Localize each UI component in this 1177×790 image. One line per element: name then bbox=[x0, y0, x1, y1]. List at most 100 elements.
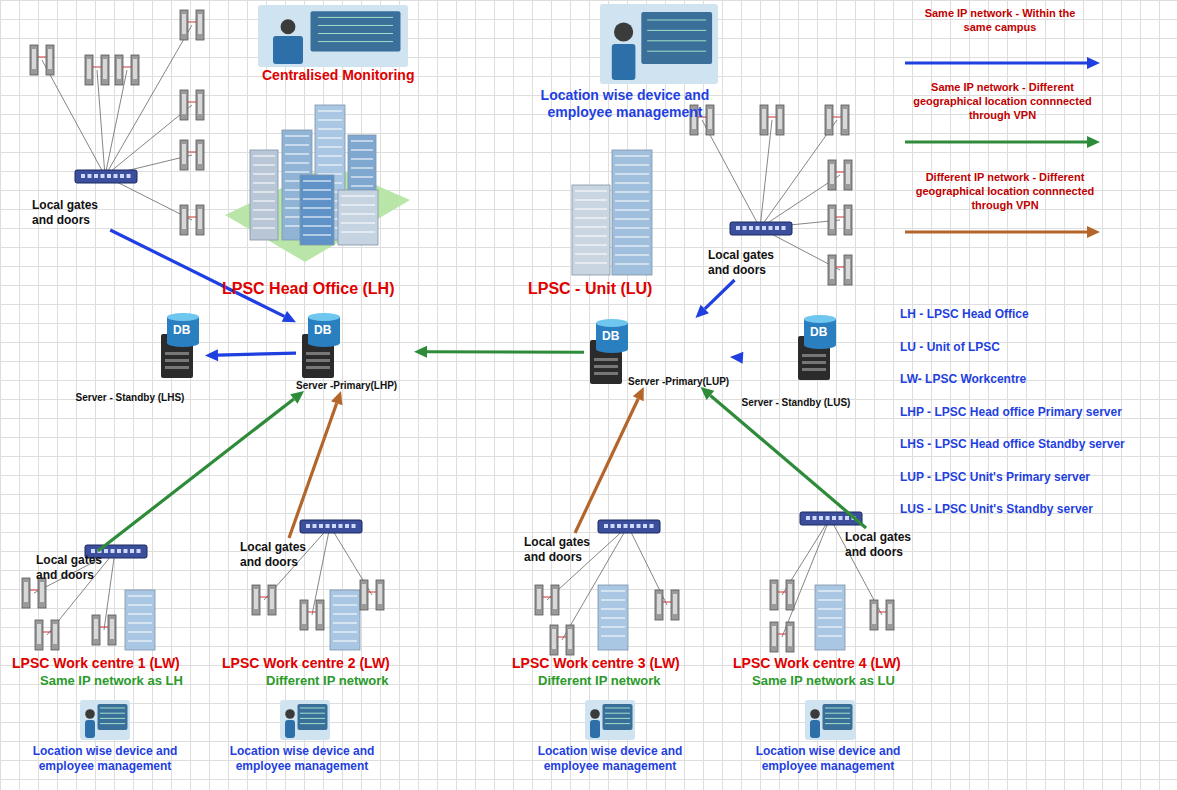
shape bbox=[85, 720, 95, 738]
shape bbox=[85, 709, 95, 719]
connector bbox=[701, 387, 867, 528]
shape bbox=[333, 613, 357, 615]
shape bbox=[30, 590, 38, 591]
shape bbox=[285, 171, 309, 173]
abbreviation: LHS - LPSC Head office Standby server bbox=[900, 437, 1172, 452]
shape bbox=[815, 585, 845, 650]
shape bbox=[318, 173, 342, 175]
site-label: Different IP network bbox=[538, 673, 698, 689]
network-switch bbox=[300, 520, 362, 533]
shape bbox=[308, 313, 340, 321]
shape bbox=[788, 626, 792, 646]
gate-device bbox=[85, 55, 109, 85]
shape bbox=[254, 589, 258, 609]
shape bbox=[818, 590, 842, 592]
connector bbox=[575, 387, 644, 533]
gates-group: Local gates and doors bbox=[238, 538, 328, 572]
shape bbox=[318, 119, 342, 121]
line bbox=[710, 395, 866, 528]
site-label: Same IP network as LH bbox=[40, 673, 200, 689]
shape bbox=[605, 723, 630, 724]
shape bbox=[165, 366, 189, 369]
shape bbox=[318, 41, 393, 42]
legend-sample bbox=[905, 226, 1100, 238]
shape bbox=[128, 631, 152, 633]
shape bbox=[128, 595, 152, 597]
arrowhead bbox=[282, 311, 296, 322]
shape bbox=[368, 592, 376, 593]
shape bbox=[575, 217, 607, 219]
shape bbox=[308, 612, 316, 613]
shape bbox=[302, 604, 306, 624]
shape bbox=[663, 602, 671, 603]
shape bbox=[303, 198, 331, 200]
shape bbox=[306, 524, 310, 528]
shape bbox=[180, 205, 188, 235]
connector bbox=[414, 346, 584, 358]
shape bbox=[318, 110, 342, 112]
shape bbox=[641, 12, 712, 64]
network-switch bbox=[598, 520, 660, 533]
shape bbox=[647, 51, 706, 52]
shape bbox=[575, 262, 607, 264]
shape bbox=[886, 600, 894, 630]
gate-device bbox=[360, 580, 384, 610]
shape bbox=[285, 720, 295, 738]
shape bbox=[836, 267, 844, 268]
shape bbox=[647, 40, 706, 41]
shape bbox=[300, 600, 308, 630]
wire bbox=[97, 70, 105, 176]
shape bbox=[772, 584, 776, 604]
shape bbox=[585, 700, 635, 740]
shape bbox=[53, 624, 57, 644]
shape bbox=[637, 524, 641, 528]
shape bbox=[300, 713, 325, 714]
shape bbox=[341, 222, 375, 224]
shape bbox=[46, 45, 54, 75]
arrowhead bbox=[730, 352, 743, 364]
line bbox=[218, 353, 296, 355]
shape bbox=[300, 520, 362, 533]
shape bbox=[590, 720, 600, 738]
arrowhead bbox=[701, 387, 715, 400]
site-label: Location wise device and employee manage… bbox=[25, 744, 185, 774]
shape bbox=[550, 625, 558, 655]
shape bbox=[826, 516, 830, 520]
building bbox=[815, 585, 845, 650]
shape bbox=[878, 612, 886, 613]
shape bbox=[38, 57, 46, 58]
gate-device bbox=[252, 585, 276, 615]
site-label: LPSC Work centre 2 (LW) bbox=[222, 655, 422, 672]
shape bbox=[605, 718, 630, 719]
shape bbox=[341, 213, 375, 215]
shape bbox=[730, 222, 792, 235]
shape bbox=[611, 524, 615, 528]
shape bbox=[130, 549, 134, 553]
shape bbox=[165, 352, 189, 355]
connector bbox=[205, 349, 296, 361]
shape bbox=[772, 626, 776, 646]
shape bbox=[311, 11, 401, 51]
shape bbox=[643, 524, 647, 528]
server-icon bbox=[296, 312, 346, 380]
gate-device bbox=[22, 578, 46, 608]
shape bbox=[601, 626, 625, 628]
shape bbox=[825, 105, 833, 135]
shape bbox=[51, 620, 59, 650]
legend-text: Different IP network - Different geograp… bbox=[900, 170, 1110, 212]
shape bbox=[553, 589, 557, 609]
gates-group: Local gates and doors bbox=[34, 551, 118, 585]
shape bbox=[743, 226, 747, 230]
server-label: Server -Primary(LHP) bbox=[296, 380, 414, 391]
building bbox=[572, 185, 610, 275]
shape bbox=[128, 604, 152, 606]
shape bbox=[318, 604, 322, 624]
wire bbox=[105, 105, 192, 176]
shape bbox=[543, 597, 551, 598]
shape bbox=[818, 608, 842, 610]
shape bbox=[596, 345, 628, 353]
shape bbox=[818, 599, 842, 601]
shape bbox=[167, 313, 199, 321]
gate-device bbox=[115, 55, 139, 85]
shape bbox=[298, 704, 328, 730]
